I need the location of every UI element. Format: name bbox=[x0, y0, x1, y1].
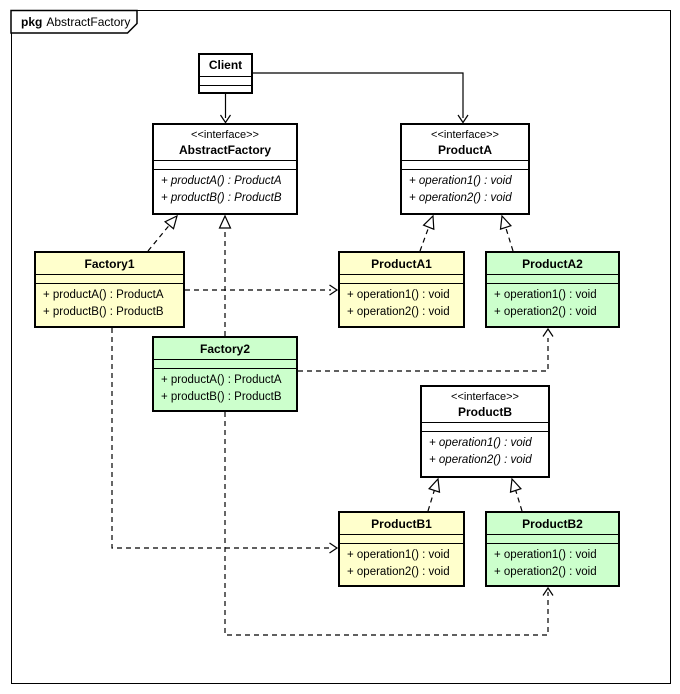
class-name: ProductB1 bbox=[371, 517, 432, 531]
class-factory1[interactable]: Factory1 + productA() : ProductA + produ… bbox=[34, 251, 185, 328]
class-name: ProductA1 bbox=[371, 257, 432, 271]
attributes-compartment bbox=[340, 274, 463, 284]
operations-compartment: + operation1() : void + operation2() : v… bbox=[487, 284, 618, 326]
operations-compartment: + operation1() : void + operation2() : v… bbox=[340, 284, 463, 326]
operations-compartment: + productA() : ProductA + productB() : P… bbox=[36, 284, 183, 326]
method-label: + productA() : ProductA bbox=[43, 289, 164, 301]
class-client[interactable]: Client bbox=[198, 53, 253, 94]
stereotype-label: <<interface>> bbox=[191, 129, 259, 141]
attributes-compartment bbox=[487, 274, 618, 284]
package-frame bbox=[11, 10, 671, 684]
operations-compartment: + productA() : ProductA + productB() : P… bbox=[154, 170, 296, 213]
class-factory2[interactable]: Factory2 + productA() : ProductA + produ… bbox=[152, 336, 298, 412]
class-header: <<interface>> ProductB bbox=[422, 387, 548, 422]
method-label: + productA() : ProductA bbox=[161, 175, 282, 187]
class-producta1[interactable]: ProductA1 + operation1() : void + operat… bbox=[338, 251, 465, 328]
stereotype-label: <<interface>> bbox=[451, 391, 519, 403]
attributes-compartment bbox=[422, 422, 548, 432]
class-name: Factory2 bbox=[199, 342, 251, 356]
class-abstractfactory[interactable]: <<interface>> AbstractFactory + productA… bbox=[152, 123, 298, 215]
method-label: + operation1() : void bbox=[429, 437, 532, 449]
class-name: ProductB bbox=[458, 405, 512, 419]
attributes-compartment bbox=[402, 160, 528, 170]
method-label: + operation2() : void bbox=[347, 566, 450, 578]
operations-compartment: + operation1() : void + operation2() : v… bbox=[487, 544, 618, 585]
attributes-compartment bbox=[200, 76, 251, 85]
class-productb[interactable]: <<interface>> ProductB + operation1() : … bbox=[420, 385, 550, 478]
method-label: + productB() : ProductB bbox=[161, 192, 282, 204]
class-name: AbstractFactory bbox=[178, 143, 272, 157]
class-name: Factory1 bbox=[84, 257, 135, 271]
class-name: ProductA2 bbox=[522, 257, 583, 271]
class-name: Client bbox=[208, 58, 243, 72]
operations-compartment: + productA() : ProductA + productB() : P… bbox=[154, 369, 296, 410]
class-header: <<interface>> ProductA bbox=[402, 125, 528, 160]
method-label: + operation2() : void bbox=[429, 454, 532, 466]
method-label: + productB() : ProductB bbox=[161, 391, 282, 403]
attributes-compartment bbox=[36, 274, 183, 284]
class-name: ProductB2 bbox=[522, 517, 583, 531]
attributes-compartment bbox=[340, 534, 463, 544]
package-keyword: pkg bbox=[21, 15, 43, 29]
method-label: + operation2() : void bbox=[347, 306, 450, 318]
method-label: + operation1() : void bbox=[409, 175, 512, 187]
attributes-compartment bbox=[487, 534, 618, 544]
method-label: + productA() : ProductA bbox=[161, 374, 282, 386]
class-producta2[interactable]: ProductA2 + operation1() : void + operat… bbox=[485, 251, 620, 328]
method-label: + operation1() : void bbox=[494, 289, 597, 301]
stereotype-label: <<interface>> bbox=[431, 129, 499, 141]
package-name: AbstractFactory bbox=[46, 15, 131, 29]
method-label: + productB() : ProductB bbox=[43, 306, 164, 318]
method-label: + operation2() : void bbox=[409, 192, 512, 204]
class-producta[interactable]: <<interface>> ProductA + operation1() : … bbox=[400, 123, 530, 215]
operations-compartment: + operation1() : void + operation2() : v… bbox=[402, 170, 528, 213]
operations-compartment: + operation1() : void + operation2() : v… bbox=[422, 432, 548, 476]
method-label: + operation1() : void bbox=[347, 289, 450, 301]
attributes-compartment bbox=[154, 359, 296, 369]
method-label: + operation1() : void bbox=[494, 549, 597, 561]
class-header: <<interface>> AbstractFactory bbox=[154, 125, 296, 160]
method-label: + operation1() : void bbox=[347, 549, 450, 561]
attributes-compartment bbox=[154, 160, 296, 170]
class-productb2[interactable]: ProductB2 + operation1() : void + operat… bbox=[485, 511, 620, 587]
class-name: ProductA bbox=[438, 143, 492, 157]
method-label: + operation2() : void bbox=[494, 306, 597, 318]
method-label: + operation2() : void bbox=[494, 566, 597, 578]
operations-compartment: + operation1() : void + operation2() : v… bbox=[340, 544, 463, 585]
class-productb1[interactable]: ProductB1 + operation1() : void + operat… bbox=[338, 511, 465, 587]
operations-compartment bbox=[200, 85, 251, 92]
